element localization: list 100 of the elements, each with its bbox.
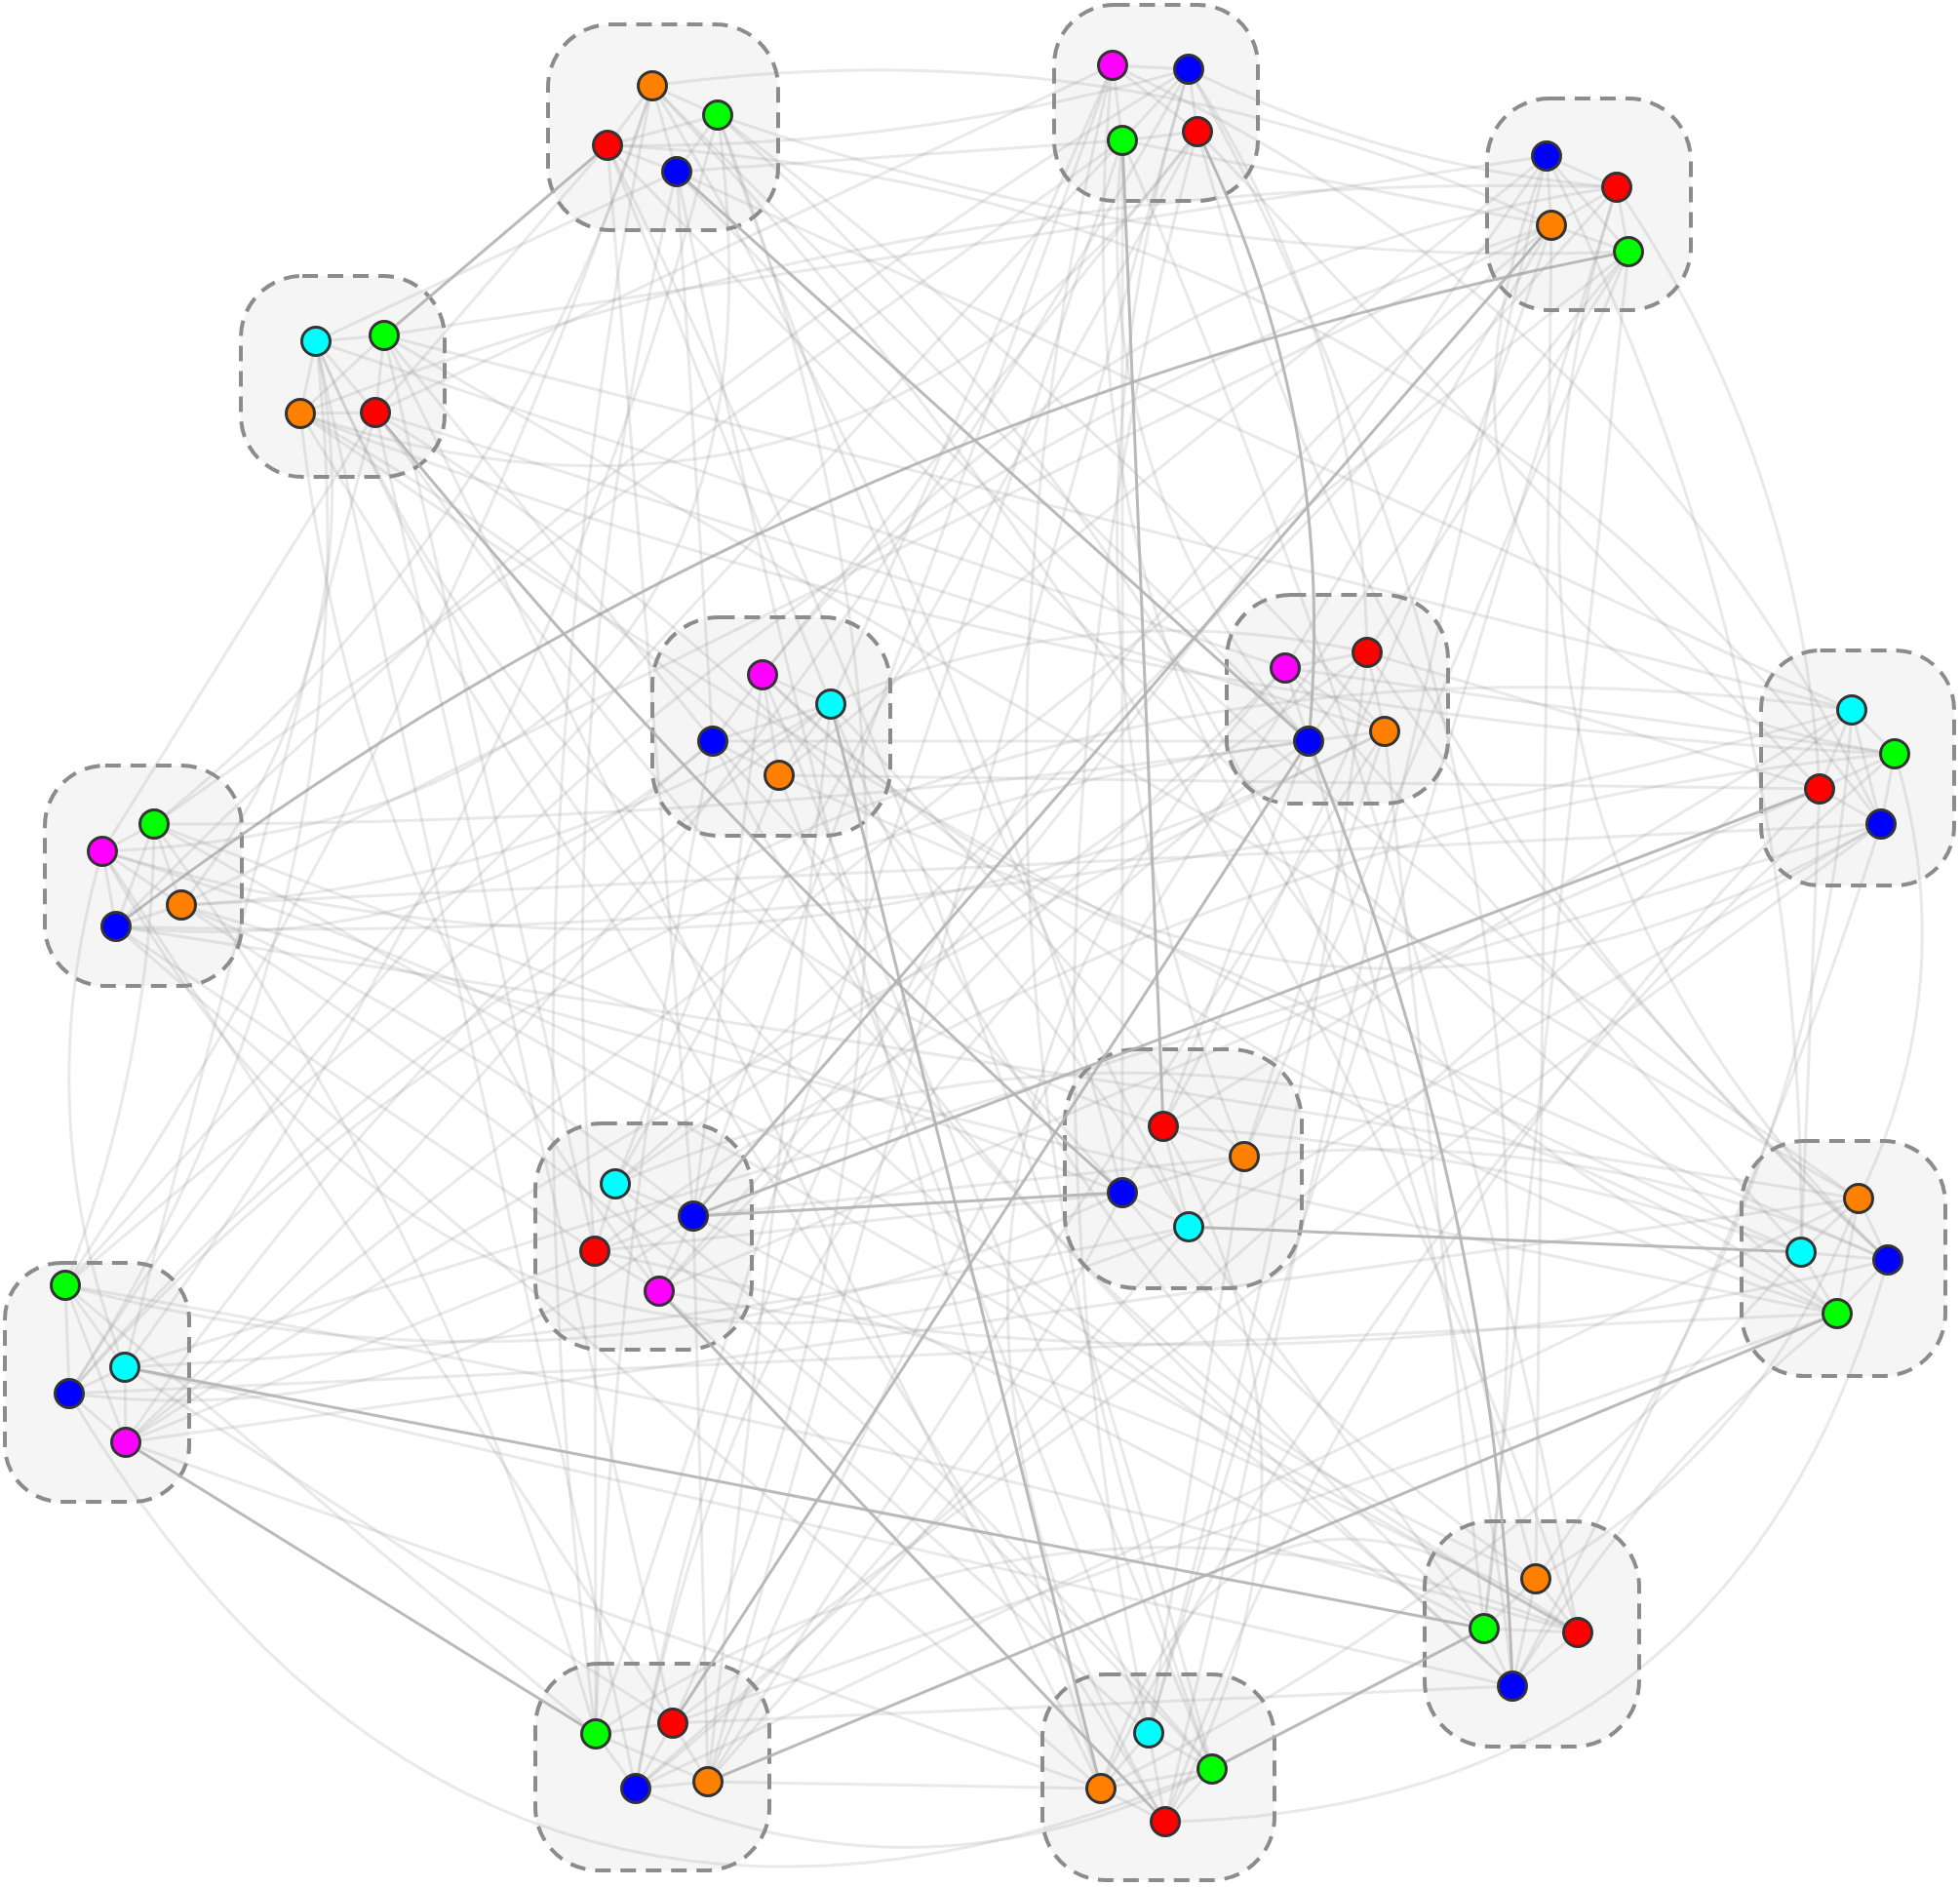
edge-line — [1519, 1321, 1826, 1674]
edge-line — [772, 684, 1823, 1311]
cluster-region — [1485, 97, 1693, 312]
edge-line — [766, 688, 1208, 1755]
edge-line — [109, 863, 666, 1711]
edge-line — [726, 707, 817, 738]
edge-line — [1484, 266, 1628, 1614]
edge-line — [1800, 804, 1821, 1238]
edge-line — [399, 337, 1837, 708]
edge-line — [721, 129, 1184, 1214]
edge-line — [836, 79, 1108, 690]
edge-line — [131, 712, 1838, 931]
edge-line — [708, 1157, 1230, 1216]
edge-line — [702, 236, 1543, 1205]
edge-line — [722, 1317, 1823, 1778]
edge-line — [166, 148, 1111, 816]
cluster-region — [239, 274, 447, 479]
cluster-region — [533, 1121, 754, 1352]
edge-line — [609, 1252, 1565, 1627]
edge-line — [103, 866, 115, 912]
edge-line — [1323, 731, 1370, 741]
edge-line — [1618, 202, 1627, 237]
edge-line — [722, 751, 1114, 1183]
cluster-region — [3, 1261, 191, 1504]
edge-line — [1832, 759, 1882, 784]
edge-line — [139, 1445, 1087, 1786]
edge-line — [1544, 1590, 1570, 1622]
edge-line — [611, 159, 827, 690]
edge-line — [551, 100, 651, 1719]
edge-line — [835, 718, 1473, 1620]
edge-line — [1313, 755, 1513, 1671]
cluster-region — [650, 615, 892, 838]
cluster-region — [1225, 593, 1450, 806]
edge-line — [1189, 84, 1197, 117]
edge-line — [1311, 756, 1534, 1564]
edge-line — [669, 1300, 1139, 1724]
edge-line — [787, 716, 823, 764]
edge-line — [1165, 1141, 1187, 1212]
edge-line — [1523, 1641, 1567, 1677]
edge-line — [1544, 725, 1853, 1567]
edge-line — [693, 689, 763, 1201]
edge-line — [67, 866, 121, 1354]
edge-line — [1199, 146, 1878, 1251]
edge-line — [667, 68, 1539, 220]
edge-line — [609, 1193, 1108, 1251]
edge-line — [712, 262, 1620, 1768]
edge-line — [395, 154, 597, 327]
edge-line — [78, 686, 1837, 1383]
edge-line — [610, 1723, 658, 1734]
cluster-region — [1740, 1139, 1947, 1378]
edge-line — [76, 750, 702, 1277]
edge-line — [1196, 1238, 1476, 1617]
edge-line — [1101, 80, 1823, 1309]
edge-line — [162, 836, 593, 1720]
edge-line — [329, 177, 664, 336]
edge-line — [1116, 83, 1240, 1143]
edge-line — [1369, 667, 1383, 717]
edge-line — [1116, 155, 1300, 730]
edge-line — [137, 1449, 584, 1727]
edge-line — [595, 756, 712, 1719]
edge-line — [615, 97, 645, 135]
edge-line — [120, 838, 150, 913]
edge-line — [1135, 1199, 1176, 1221]
edge-line — [607, 1258, 647, 1284]
edge-line — [384, 156, 599, 402]
edge-line — [383, 424, 1503, 1677]
edge-line — [1150, 1171, 1243, 1718]
edge-line — [674, 1262, 1873, 1347]
edge-line — [1513, 1593, 1535, 1671]
edge-line — [616, 155, 1826, 1305]
edge-line — [686, 181, 1847, 1192]
edge-line — [195, 909, 683, 1207]
edge-line — [316, 411, 360, 415]
edge-line — [331, 334, 370, 342]
edge-line — [1624, 199, 1821, 774]
edge-line — [725, 747, 766, 769]
edge-line — [607, 160, 694, 1201]
edge-line — [685, 127, 710, 160]
edge-line — [619, 1198, 655, 1278]
edge-line — [1863, 767, 1924, 1186]
edge-line — [1113, 80, 1122, 126]
cluster-region — [1063, 1047, 1304, 1290]
edge-line — [1297, 675, 1373, 725]
edge-line — [731, 118, 1614, 256]
edge-line — [386, 350, 593, 1237]
edge-line — [764, 689, 778, 761]
edge-line — [1816, 1251, 1873, 1261]
edge-line — [668, 168, 1540, 1280]
edge-line — [1006, 678, 1276, 1809]
edge-line — [1374, 664, 1878, 1251]
cluster-region — [533, 1662, 771, 1872]
edge-line — [621, 144, 1192, 1171]
edge-line — [1121, 155, 1164, 1112]
cluster-region — [546, 22, 780, 232]
edge-line — [137, 259, 1618, 1435]
edge-line — [654, 100, 675, 157]
edge-line — [195, 908, 1823, 1313]
edge-line — [580, 186, 675, 1237]
edge-line — [727, 124, 1512, 1671]
edge-line — [770, 187, 1602, 664]
